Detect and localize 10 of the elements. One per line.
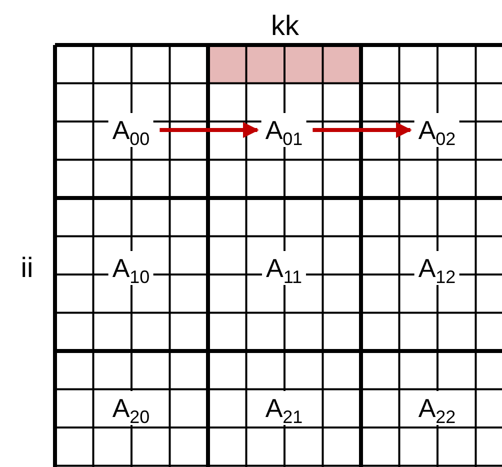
matrix-block-label: A$_{02}$ xyxy=(414,113,460,147)
arrow xyxy=(312,122,412,138)
matrix-block-label: A$_{10}$ xyxy=(108,251,154,285)
axis-label: kk xyxy=(271,11,299,41)
matrix-block-label: A$_{11}$ xyxy=(262,251,306,285)
axis-label: ii xyxy=(20,253,34,283)
matrix-block-label: A$_{00}$ xyxy=(108,113,154,147)
matrix-block-label: A$_{01}$ xyxy=(261,113,307,147)
matrix-block-label: A$_{12}$ xyxy=(414,251,460,285)
arrow xyxy=(160,122,259,138)
